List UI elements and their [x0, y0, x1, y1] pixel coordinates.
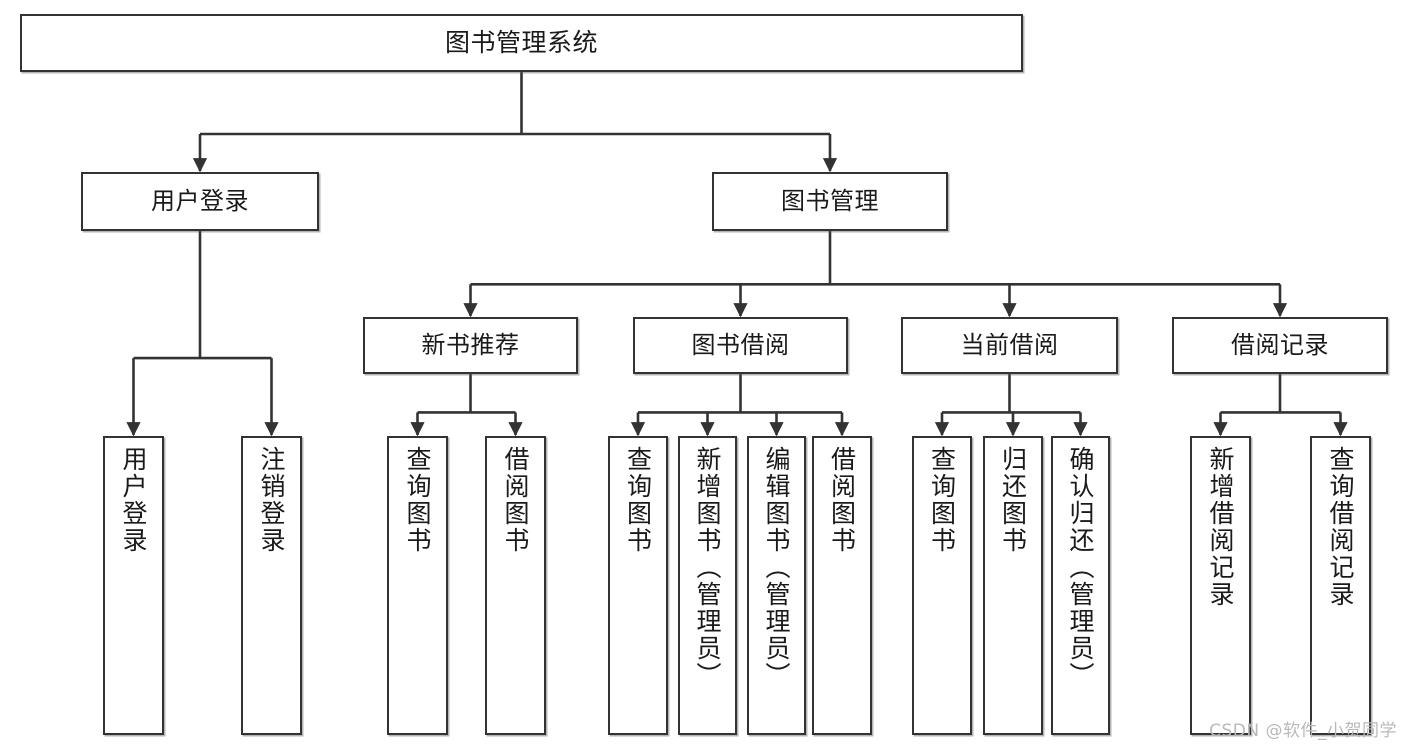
node-leaf-confirm-return-label: 确认归还（管理员） [1066, 446, 1095, 689]
node-leaf-borrow-book-2-label: 借阅图书 [827, 446, 857, 554]
node-current-borrow-label: 当前借阅 [960, 331, 1059, 360]
node-leaf-query-book-1[interactable]: 查询图书 [387, 436, 448, 735]
node-borrow-record-label: 借阅记录 [1231, 331, 1329, 360]
node-leaf-query-book-1-label: 查询图书 [403, 446, 432, 554]
node-leaf-query-record[interactable]: 查询借阅记录 [1310, 436, 1371, 735]
node-leaf-edit-book-label: 编辑图书（管理员） [762, 446, 791, 689]
node-leaf-return-book-label: 归还图书 [998, 446, 1028, 554]
node-root[interactable]: 图书管理系统 [20, 14, 1023, 72]
node-new-book-recommend[interactable]: 新书推荐 [363, 317, 578, 374]
node-leaf-borrow-book-1[interactable]: 借阅图书 [485, 436, 546, 735]
node-book-manage[interactable]: 图书管理 [712, 172, 948, 231]
node-leaf-query-book-2[interactable]: 查询图书 [608, 436, 668, 735]
node-leaf-confirm-return[interactable]: 确认归还（管理员） [1051, 436, 1110, 735]
node-new-book-recommend-label: 新书推荐 [421, 331, 520, 360]
csdn-watermark: CSDN @软件_小贺同学 [1209, 721, 1397, 741]
node-current-borrow[interactable]: 当前借阅 [901, 317, 1118, 374]
node-borrow-record[interactable]: 借阅记录 [1172, 317, 1388, 374]
node-leaf-return-book[interactable]: 归还图书 [983, 436, 1043, 735]
node-leaf-query-book-3[interactable]: 查询图书 [912, 436, 972, 735]
node-user-login[interactable]: 用户登录 [81, 172, 319, 231]
node-leaf-borrow-book-1-label: 借阅图书 [501, 446, 530, 554]
node-leaf-logout-label: 注销登录 [257, 446, 286, 554]
node-leaf-add-record-label: 新增借阅记录 [1206, 446, 1235, 608]
node-book-borrow[interactable]: 图书借阅 [633, 317, 848, 374]
node-leaf-add-book[interactable]: 新增图书（管理员） [678, 436, 737, 735]
node-book-borrow-label: 图书借阅 [691, 331, 790, 360]
node-book-manage-label: 图书管理 [781, 187, 879, 216]
node-leaf-add-book-label: 新增图书（管理员） [693, 446, 722, 689]
node-leaf-query-book-2-label: 查询图书 [623, 446, 653, 554]
node-leaf-add-record[interactable]: 新增借阅记录 [1190, 436, 1251, 735]
node-user-login-label: 用户登录 [151, 187, 249, 216]
node-leaf-logout[interactable]: 注销登录 [241, 436, 302, 735]
node-leaf-edit-book[interactable]: 编辑图书（管理员） [747, 436, 806, 735]
node-leaf-borrow-book-2[interactable]: 借阅图书 [812, 436, 872, 735]
node-root-label: 图书管理系统 [444, 28, 598, 58]
node-leaf-user-login[interactable]: 用户登录 [103, 436, 164, 735]
node-leaf-query-book-3-label: 查询图书 [927, 446, 957, 554]
node-leaf-user-login-label: 用户登录 [119, 446, 148, 554]
node-leaf-query-record-label: 查询借阅记录 [1326, 446, 1355, 608]
